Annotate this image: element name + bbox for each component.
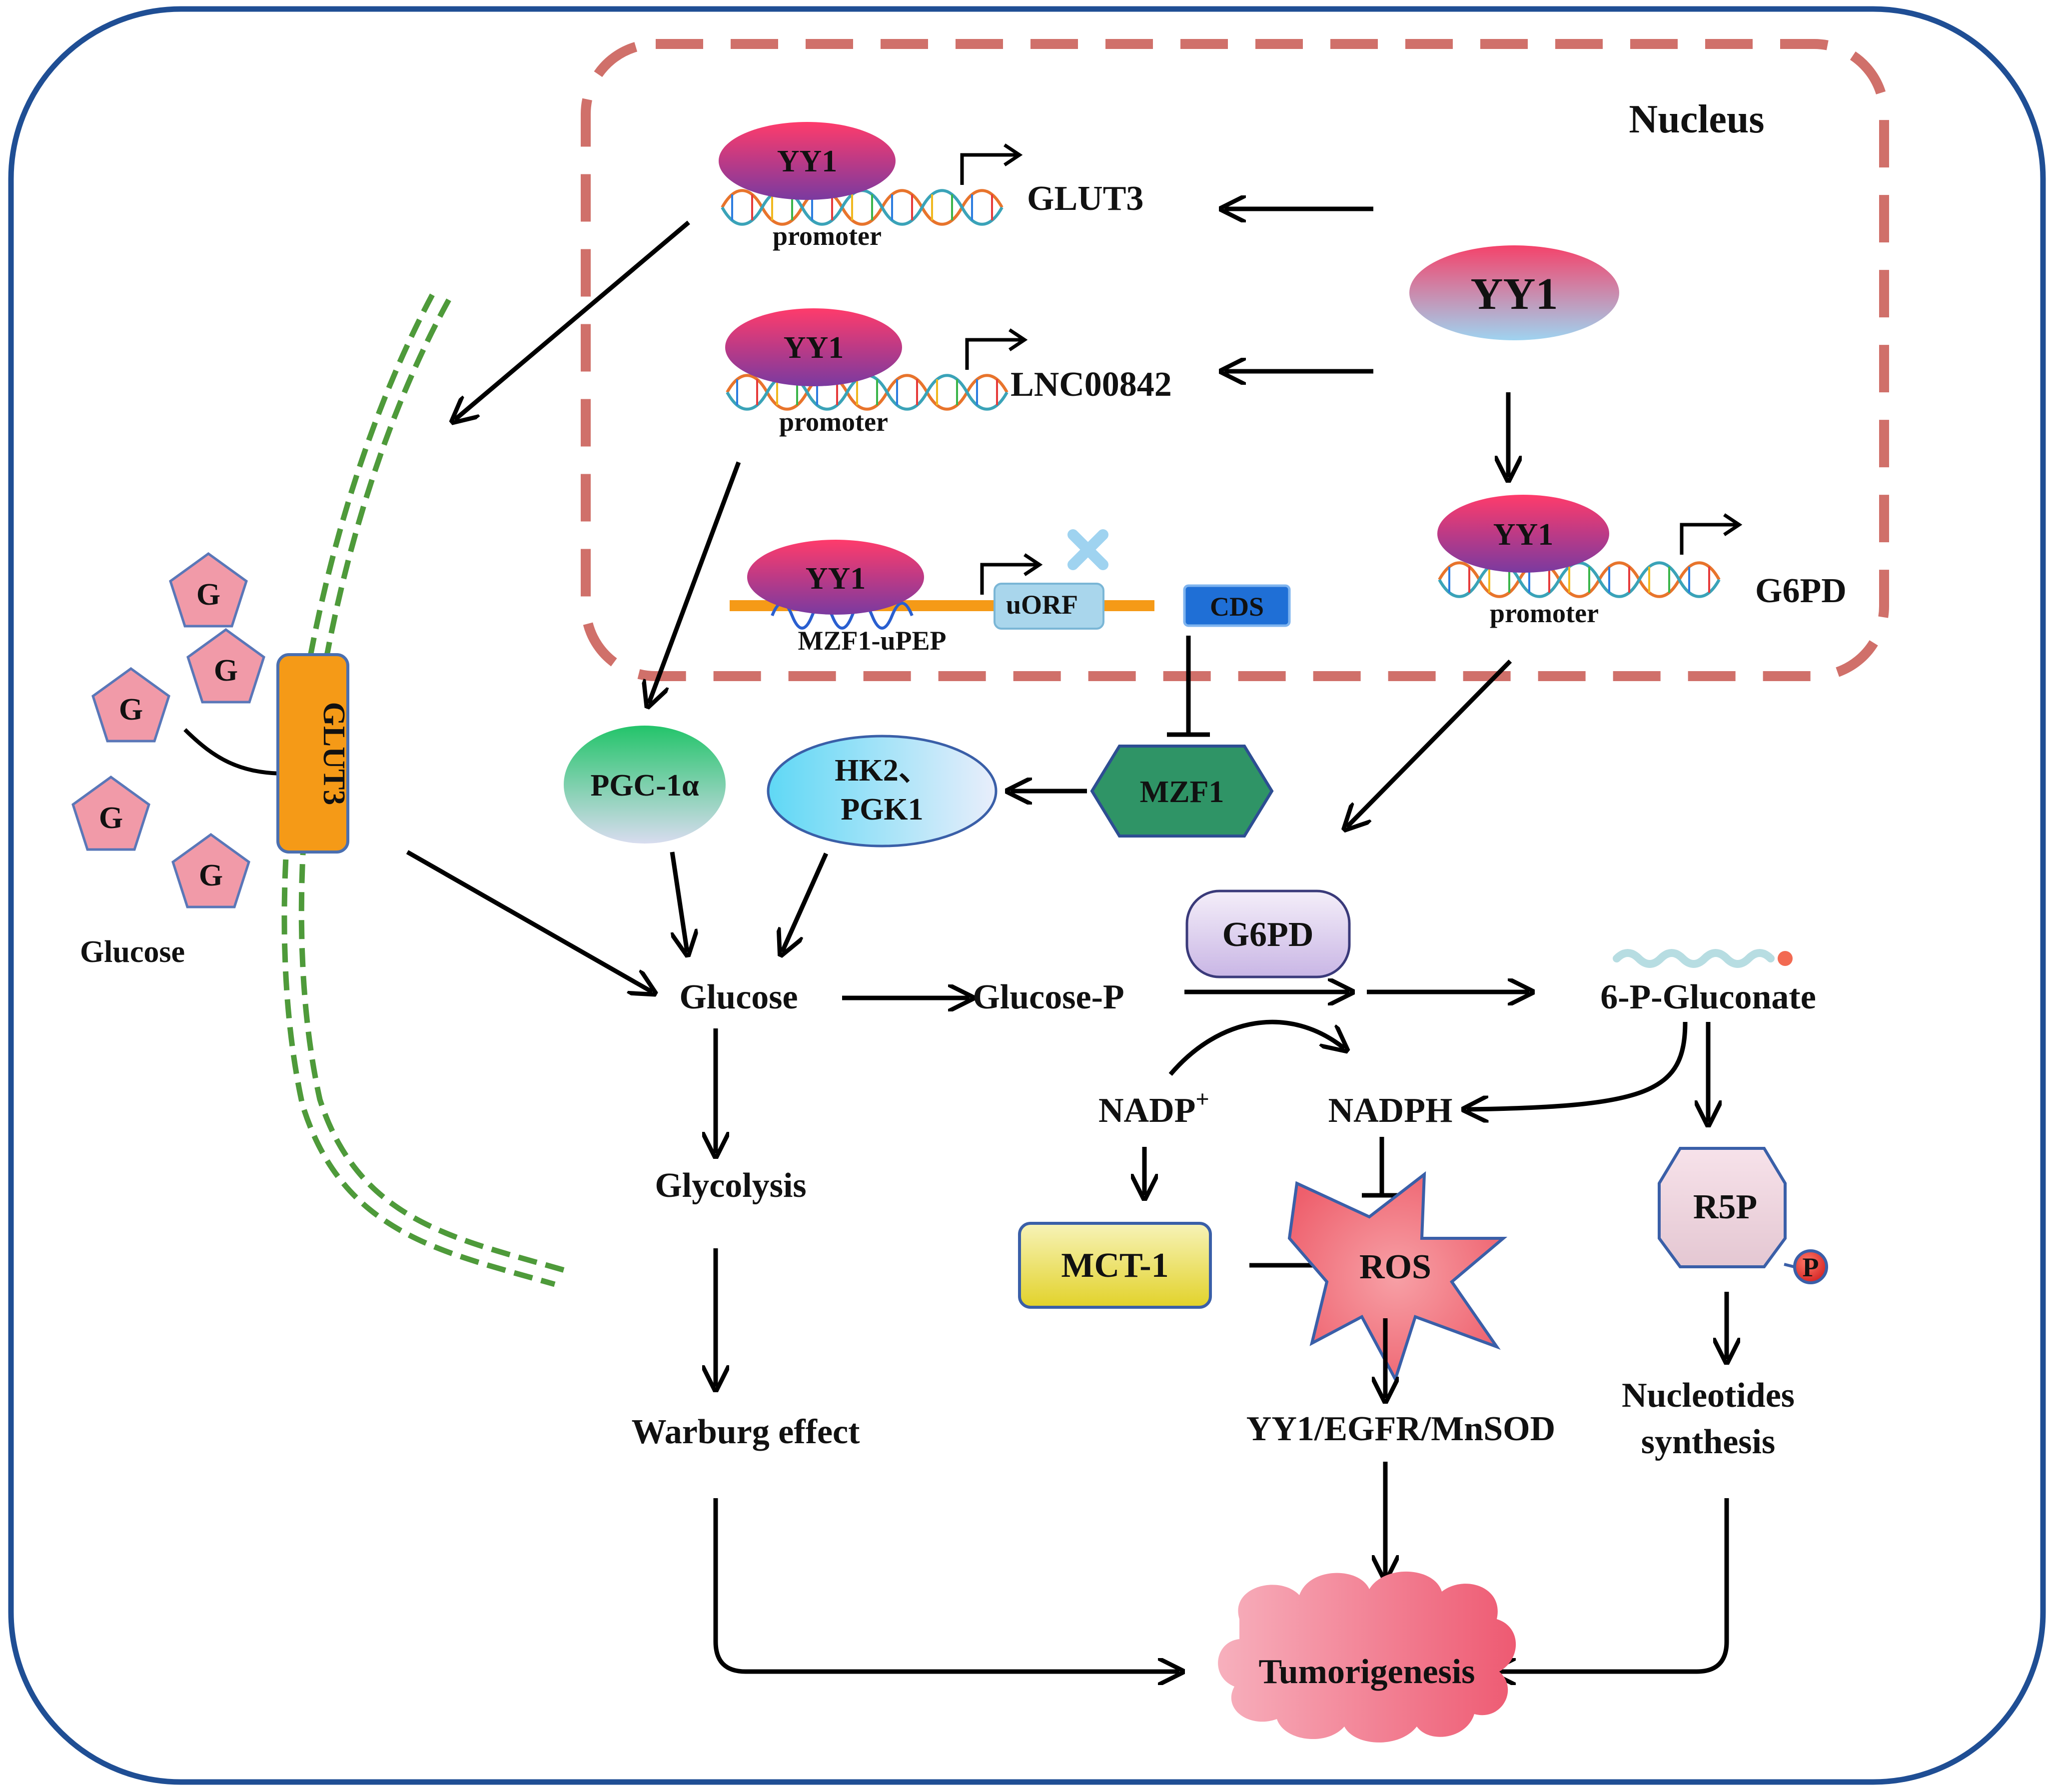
cell-membrane-inner bbox=[281, 293, 556, 1287]
arrow-nadp-to-nadph bbox=[1168, 1019, 1344, 1076]
mzf1-label: MZF1 bbox=[1140, 775, 1224, 809]
arrow-hk2-to-glucose bbox=[782, 853, 829, 952]
warburg-label: Warburg effect bbox=[632, 1413, 860, 1451]
g6pd-gene-label: G6PD bbox=[1755, 572, 1847, 610]
arrow-gluconate-to-nadph bbox=[1467, 1021, 1688, 1109]
nucleus-label: Nucleus bbox=[1629, 97, 1764, 141]
transcription-start-arrow-icon bbox=[967, 330, 1025, 370]
uorf-box bbox=[994, 583, 1104, 630]
pgk1-label: PGK1 bbox=[841, 793, 923, 827]
hk2-label: HK2、 bbox=[835, 754, 929, 788]
tumorigenesis-label: Tumorigenesis bbox=[1258, 1653, 1475, 1691]
arrow-glut3-to-glucose bbox=[406, 850, 652, 992]
gluconate-chain-icon bbox=[1613, 949, 1793, 968]
glucose-extracellular-label: Glucose bbox=[80, 935, 185, 969]
mct1-label: MCT-1 bbox=[1061, 1246, 1168, 1285]
ros-label: ROS bbox=[1359, 1248, 1431, 1286]
promoter-label-lnc: promoter bbox=[779, 407, 888, 437]
yy1-label-lnc: YY1 bbox=[784, 331, 844, 365]
phosphate-icon bbox=[1793, 1249, 1828, 1284]
yy1-protein-label: YY1 bbox=[1471, 269, 1558, 319]
r5p-phosphate-link bbox=[1784, 1263, 1795, 1268]
arrow-glut3-gene-to-membrane bbox=[455, 220, 690, 420]
glucose-p-label: Glucose-P bbox=[973, 978, 1124, 1016]
g-label-3: G bbox=[119, 693, 143, 727]
glucose-binding-link bbox=[183, 728, 280, 776]
dna-helix-icon bbox=[722, 190, 1002, 224]
mzf1-upep-label: MZF1-uPEP bbox=[798, 626, 947, 656]
glucose-label: Glucose bbox=[679, 978, 798, 1016]
arrow-warburg-to-tumor bbox=[713, 1498, 1179, 1672]
cell-boundary bbox=[8, 6, 2046, 1785]
yy1-protein bbox=[1409, 245, 1619, 340]
arrow-nucleotides-to-tumor bbox=[1494, 1498, 1729, 1672]
mzf1-upep-wave bbox=[771, 602, 914, 630]
hk2-pgk1-protein bbox=[767, 735, 998, 848]
nadp-superscript: + bbox=[1195, 1086, 1209, 1112]
g6pd-enzyme-label: G6PD bbox=[1222, 915, 1314, 954]
tumorigenesis-cloud bbox=[1218, 1571, 1516, 1743]
cds-label: CDS bbox=[1210, 592, 1264, 622]
yy1-bound-g6pd bbox=[1437, 495, 1609, 573]
promoter-label-g6pd: promoter bbox=[1490, 598, 1599, 628]
mct1-protein bbox=[1018, 1222, 1212, 1309]
nadph-label: NADPH bbox=[1328, 1091, 1453, 1130]
nucleus-boundary bbox=[581, 39, 1889, 681]
yy1-label-mzf1: YY1 bbox=[806, 562, 866, 596]
g-label-5: G bbox=[199, 859, 223, 893]
yy1-bound-lnc bbox=[725, 308, 902, 386]
uorf-label: uORF bbox=[1006, 590, 1078, 620]
gluconate-label: 6-P-Gluconate bbox=[1600, 978, 1816, 1016]
pgc1a-protein bbox=[564, 726, 726, 844]
promoter-label-glut3: promoter bbox=[773, 221, 882, 251]
cds-box bbox=[1183, 584, 1291, 627]
transcription-start-arrow-icon bbox=[962, 145, 1020, 185]
mzf1-protein bbox=[1090, 745, 1274, 838]
arrow-lnc-to-pgc bbox=[649, 461, 741, 704]
arrow-pgc-to-glucose bbox=[670, 852, 687, 952]
yy1-bound-mzf1 bbox=[747, 540, 924, 615]
yy1-label-glut3: YY1 bbox=[777, 144, 838, 178]
pgc1a-label: PGC-1α bbox=[590, 769, 699, 803]
arrow-g6pd-gene-to-g6pd bbox=[1347, 659, 1512, 827]
glycolysis-label: Glycolysis bbox=[655, 1166, 806, 1205]
cell-membrane bbox=[298, 298, 571, 1275]
glut3-transporter-label: GLUT3 bbox=[317, 702, 351, 806]
glut3-gene-label: GLUT3 bbox=[1027, 179, 1143, 218]
nadp-label: NADP+ bbox=[1098, 1086, 1209, 1130]
yy1-bound-glut3 bbox=[719, 122, 896, 200]
g-label-4: G bbox=[99, 801, 123, 835]
g-label-2: G bbox=[214, 654, 238, 688]
transcription-start-arrow-icon bbox=[1682, 515, 1739, 555]
yy1-egfr-mnsod-label: YY1/EGFR/MnSOD bbox=[1246, 1410, 1555, 1448]
r5p-label: R5P bbox=[1693, 1188, 1757, 1226]
x-mark-icon bbox=[1067, 529, 1108, 570]
g6pd-enzyme bbox=[1185, 890, 1351, 978]
nucleotides-label-2: synthesis bbox=[1641, 1423, 1775, 1461]
glut3-transporter bbox=[276, 653, 349, 854]
yy1-label-g6pd: YY1 bbox=[1493, 518, 1554, 552]
nucleotides-label-1: Nucleotides bbox=[1622, 1376, 1795, 1415]
dna-helix-icon bbox=[1439, 563, 1719, 597]
g-label-1: G bbox=[196, 578, 220, 612]
r5p-molecule bbox=[1658, 1147, 1787, 1268]
ros-star bbox=[1287, 1171, 1508, 1383]
lnc-gene-label: LNC00842 bbox=[1011, 365, 1172, 404]
phosphate-label: P bbox=[1803, 1252, 1819, 1282]
